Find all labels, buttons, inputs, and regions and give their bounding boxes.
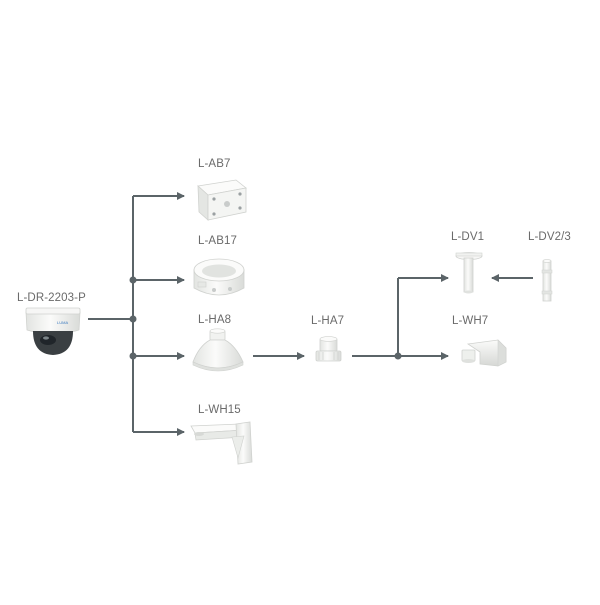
ab17-box-image (193, 258, 245, 296)
ha7-adapter-image (315, 336, 342, 362)
label-ab7: L-AB7 (198, 158, 231, 170)
connector-lines (88, 192, 533, 436)
wh7-bracket-image (461, 339, 507, 367)
junction-dot (394, 352, 402, 360)
junction-dot (129, 352, 137, 360)
ab7-box-image (197, 179, 247, 221)
label-dv1: L-DV1 (451, 231, 485, 243)
label-ha7: L-HA7 (311, 315, 345, 327)
junction-dot (129, 315, 137, 323)
ha8-mount-image (192, 328, 244, 372)
label-dv23: L-DV2/3 (528, 231, 571, 243)
camera-brand-text: LUMA (57, 320, 68, 325)
label-camera: L-DR-2203-P (17, 292, 86, 304)
label-ha8: L-HA8 (198, 314, 232, 326)
junction-dot (129, 276, 137, 284)
label-ab17: L-AB17 (198, 235, 237, 247)
dv23-pole-image (541, 259, 553, 302)
wh15-bracket-image (190, 421, 253, 465)
label-wh15: L-WH15 (198, 404, 241, 416)
label-wh7: L-WH7 (452, 315, 489, 327)
dv1-pole-image (455, 252, 483, 294)
junction-dots (129, 276, 402, 360)
camera-dome-image: LUMA (25, 307, 81, 355)
